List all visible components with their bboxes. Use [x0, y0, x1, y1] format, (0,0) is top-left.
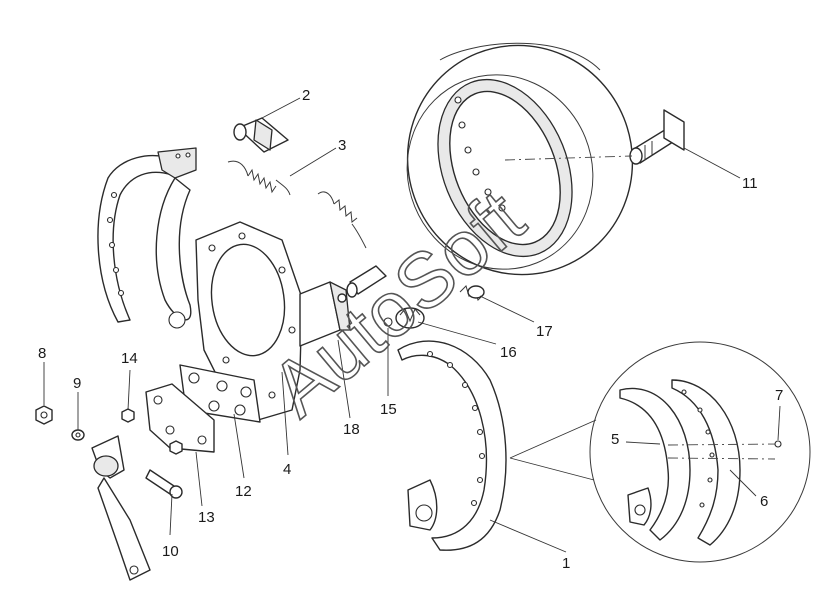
cam-bracket — [299, 281, 351, 347]
cam-roller — [395, 307, 425, 329]
brake-shoe-upper — [97, 147, 197, 329]
roller-pin — [337, 265, 387, 303]
slack-adjuster-lever — [91, 435, 151, 581]
brake-drum — [406, 42, 634, 276]
nut-8 — [35, 405, 53, 425]
callout-17: 17 — [536, 323, 553, 340]
return-spring-lower — [317, 191, 367, 249]
callout-14: 14 — [121, 350, 138, 367]
nut-13 — [169, 440, 183, 455]
callout-18: 18 — [343, 421, 360, 438]
callout-12: 12 — [235, 483, 252, 500]
anchor-pin — [629, 109, 685, 165]
cam-bracket-lower — [145, 383, 215, 453]
callout-9: 9 — [73, 375, 81, 392]
callout-16: 16 — [500, 344, 517, 361]
callout-6: 6 — [760, 493, 768, 510]
brake-shoe-lower — [397, 340, 507, 551]
callout-15: 15 — [380, 401, 397, 418]
callout-3: 3 — [338, 137, 346, 154]
callout-1: 1 — [562, 555, 570, 572]
nut-14 — [121, 408, 135, 423]
callout-4: 4 — [283, 461, 291, 478]
detail-circle — [589, 341, 811, 563]
wheel-cylinder — [233, 117, 289, 153]
return-spring-upper — [227, 160, 291, 196]
washer-9 — [71, 429, 85, 441]
callout-13: 13 — [198, 509, 215, 526]
callout-10: 10 — [162, 543, 179, 560]
callout-5: 5 — [611, 431, 619, 448]
backing-plate — [195, 221, 303, 421]
callout-8: 8 — [38, 345, 46, 362]
bolt-10 — [145, 469, 183, 499]
callout-2: 2 — [302, 87, 310, 104]
callout-7: 7 — [775, 387, 783, 404]
washer — [383, 317, 393, 327]
callout-11: 11 — [742, 175, 758, 192]
spring-coil-17 — [459, 285, 485, 301]
leader-lines — [43, 97, 781, 553]
callout-labels: 1 2 3 4 5 6 7 8 9 10 11 12 13 14 15 16 1… — [38, 87, 783, 572]
